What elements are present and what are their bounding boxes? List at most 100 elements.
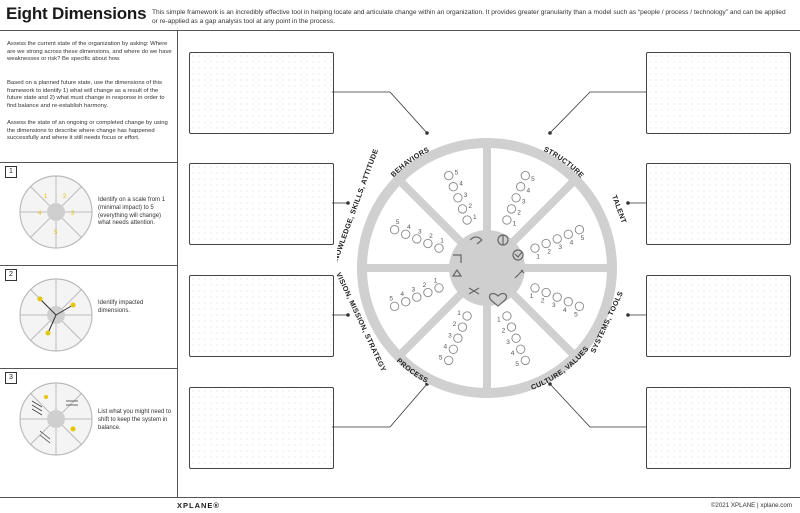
rating-circle-systems[interactable] <box>541 287 551 298</box>
rating-circle-process[interactable] <box>462 311 472 321</box>
eight-dimensions-wheel: 1234512345123451234512345123451234512345… <box>337 138 629 398</box>
step-divider <box>0 265 177 266</box>
rating-number: 5 <box>389 296 393 303</box>
step-2-text: Identify impacted dimensions. <box>98 300 144 314</box>
rating-number: 1 <box>513 221 517 228</box>
rating-number: 4 <box>407 224 411 231</box>
rating-circle-culture[interactable] <box>511 333 521 343</box>
notes-box-vision[interactable] <box>189 275 334 357</box>
rating-number: 3 <box>552 302 556 309</box>
rating-number: 3 <box>522 198 526 205</box>
rating-circle-talent[interactable] <box>552 234 562 244</box>
notes-box-structure[interactable] <box>646 52 791 134</box>
step-2-wheel-thumbnail <box>19 278 93 352</box>
rating-circle-systems[interactable] <box>552 292 562 302</box>
rating-number: 1 <box>530 293 534 300</box>
tools-icon <box>514 269 525 279</box>
rating-circle-vision[interactable] <box>389 301 400 311</box>
rating-number: 2 <box>429 233 433 240</box>
rating-circle-knowledge[interactable] <box>412 234 422 244</box>
rating-circle-culture[interactable] <box>516 344 526 354</box>
rating-circle-vision[interactable] <box>412 292 422 302</box>
rating-number: 4 <box>511 350 515 357</box>
xplane-logo: XPLANE® <box>177 501 220 510</box>
rating-circle-talent[interactable] <box>574 225 585 235</box>
rating-circle-culture[interactable] <box>506 322 517 332</box>
rating-number: 3 <box>506 339 510 346</box>
rating-circle-talent[interactable] <box>530 243 540 253</box>
rating-circle-culture[interactable] <box>502 311 512 321</box>
step-1-text: Identify on a scale from 1 (minimal impa… <box>98 197 166 227</box>
rating-circle-vision[interactable] <box>423 287 433 298</box>
rating-circle-talent[interactable] <box>541 238 551 249</box>
rating-number: 1 <box>440 238 444 245</box>
rating-circle-systems[interactable] <box>563 297 573 307</box>
talent-icon <box>512 249 524 261</box>
culture-icon <box>488 292 508 307</box>
rating-circle-knowledge[interactable] <box>423 238 433 249</box>
step-3-wheel-thumbnail <box>19 382 93 456</box>
rating-number: 2 <box>453 321 457 328</box>
rating-circle-systems[interactable] <box>530 283 540 293</box>
rating-number: 3 <box>464 192 468 199</box>
intro-text: This simple framework is an incredibly e… <box>152 9 786 25</box>
rating-number: 4 <box>459 181 463 188</box>
instruction-current-state: Assess the current state of the organiza… <box>7 41 172 63</box>
rating-number: 4 <box>400 291 404 298</box>
rating-circle-talent[interactable] <box>563 229 573 239</box>
rating-circle-knowledge[interactable] <box>401 229 411 239</box>
rating-number: 2 <box>502 328 506 335</box>
rating-circle-structure[interactable] <box>506 204 517 214</box>
wheel-hub <box>449 230 525 306</box>
rating-circle-process[interactable] <box>444 355 454 366</box>
rating-number: 1 <box>457 310 461 317</box>
rating-circle-culture[interactable] <box>520 355 530 366</box>
rating-number: 3 <box>559 244 563 251</box>
rating-circle-vision[interactable] <box>434 283 444 293</box>
rating-circle-structure[interactable] <box>516 182 526 192</box>
notes-box-knowledge[interactable] <box>189 163 334 245</box>
rating-number: 5 <box>574 311 578 318</box>
notes-box-process[interactable] <box>189 387 334 469</box>
rating-number: 5 <box>531 176 535 183</box>
rating-number: 2 <box>468 203 472 210</box>
rating-circle-structure[interactable] <box>511 193 521 203</box>
bottom-divider <box>0 497 800 498</box>
rating-circle-knowledge[interactable] <box>389 225 400 235</box>
notes-box-behaviors[interactable] <box>189 52 334 134</box>
rating-number: 5 <box>455 170 459 177</box>
rating-circle-process[interactable] <box>457 322 468 332</box>
rating-circle-structure[interactable] <box>520 170 530 181</box>
notes-box-talent[interactable] <box>646 163 791 245</box>
rating-circle-process[interactable] <box>453 333 463 343</box>
step-3-text: List what you might need to shift to kee… <box>98 409 172 431</box>
rating-circle-behaviors[interactable] <box>453 193 463 203</box>
rating-number: 2 <box>423 282 427 289</box>
notes-box-culture[interactable] <box>646 387 791 469</box>
notes-box-systems[interactable] <box>646 275 791 357</box>
rating-circle-systems[interactable] <box>574 301 585 311</box>
rating-circle-process[interactable] <box>448 344 458 354</box>
rating-circle-vision[interactable] <box>401 297 411 307</box>
rating-circle-behaviors[interactable] <box>448 182 458 192</box>
vision-icon <box>451 268 463 277</box>
rating-number: 1 <box>473 214 477 221</box>
rating-circle-structure[interactable] <box>502 215 512 225</box>
rating-number: 2 <box>517 209 521 216</box>
copyright-text: ©2021 XPLANE | xplane.com <box>710 502 792 509</box>
rating-number: 5 <box>581 235 585 242</box>
rating-number: 3 <box>448 332 452 339</box>
page-title: Eight Dimensions <box>6 4 147 23</box>
rating-circle-behaviors[interactable] <box>457 204 468 214</box>
rating-number: 4 <box>570 240 574 247</box>
rating-number: 5 <box>515 361 519 368</box>
rating-circle-knowledge[interactable] <box>434 243 444 253</box>
rating-circle-behaviors[interactable] <box>462 215 472 225</box>
rating-number: 4 <box>444 343 448 350</box>
top-divider <box>0 30 800 31</box>
rating-circle-behaviors[interactable] <box>444 170 454 181</box>
rating-number: 3 <box>412 287 416 294</box>
rating-number: 1 <box>434 277 438 284</box>
knowledge-icon <box>453 254 462 263</box>
label-talent: TALENT <box>610 194 629 225</box>
